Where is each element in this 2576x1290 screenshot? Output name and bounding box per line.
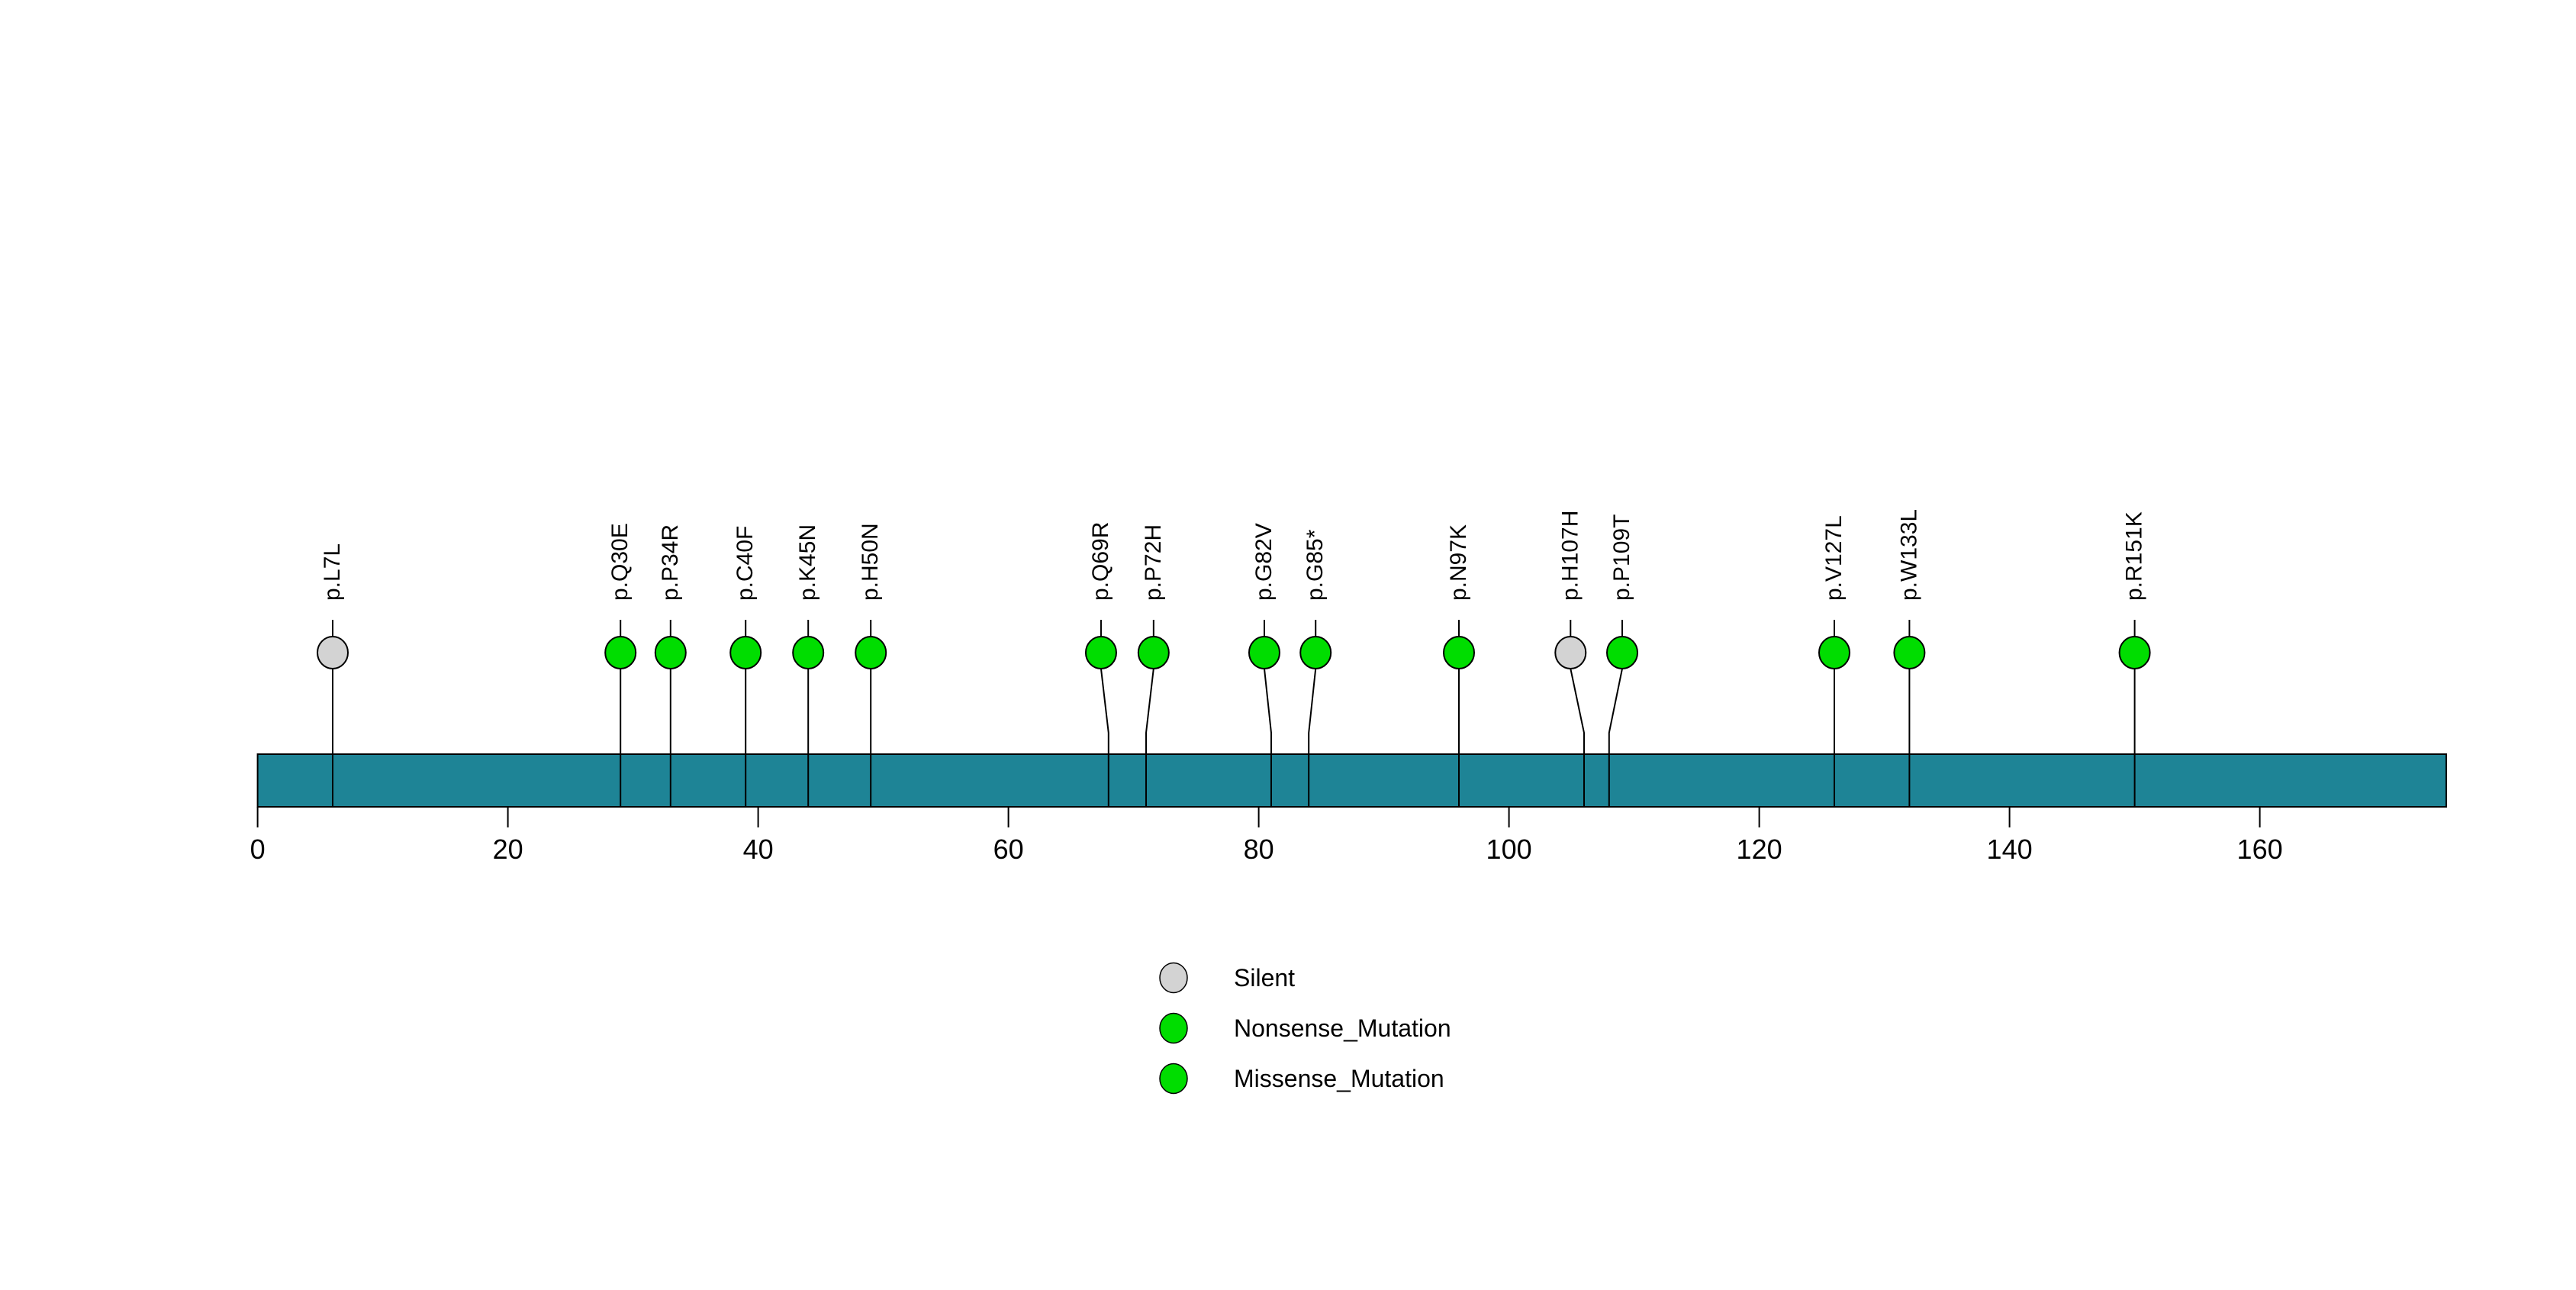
mutation-marker	[1248, 636, 1280, 669]
mutation-label: p.G82V	[1251, 523, 1277, 601]
axis-tick-label: 80	[1244, 834, 1274, 865]
mutation-label: p.W133L	[1896, 509, 1921, 601]
mutation-label: p.R151K	[2122, 511, 2147, 601]
axis-tick-label: 100	[1486, 834, 1532, 865]
mutation-marker	[317, 636, 349, 669]
mutation-label: p.H50N	[858, 523, 883, 601]
legend-item: Nonsense_Mutation	[1159, 1012, 1451, 1044]
mutation-marker	[1084, 636, 1117, 669]
mutation-label: p.P109T	[1609, 514, 1634, 601]
mutation-marker	[1893, 636, 1926, 669]
mutation-label: p.V127L	[1821, 515, 1847, 601]
axis-tick-label: 0	[250, 834, 266, 865]
legend-label: Nonsense_Mutation	[1234, 1014, 1451, 1042]
mutation-marker	[2118, 636, 2151, 669]
mutation-label: p.G85*	[1302, 529, 1328, 601]
axis-tick-label: 40	[743, 834, 774, 865]
mutation-marker	[1818, 636, 1850, 669]
axis-tick-label: 140	[1987, 834, 2033, 865]
mutation-marker	[604, 636, 637, 669]
axis-tick-label: 160	[2237, 834, 2283, 865]
mutation-label: p.Q30E	[607, 523, 633, 601]
mutation-marker	[1443, 636, 1475, 669]
mutation-marker	[1554, 636, 1587, 669]
mutation-marker	[654, 636, 687, 669]
mutation-label: p.P72H	[1141, 524, 1166, 601]
mutation-label: p.Q69R	[1088, 522, 1113, 601]
legend-item: Silent	[1159, 962, 1295, 994]
legend-label: Silent	[1234, 964, 1295, 992]
mutation-label: p.P34R	[658, 524, 683, 601]
mutation-label: p.N97K	[1446, 524, 1471, 601]
axis-tick-label: 20	[493, 834, 523, 865]
mutation-label: p.K45N	[795, 524, 820, 601]
mutation-marker	[855, 636, 887, 669]
legend-item: Missense_Mutation	[1159, 1063, 1444, 1095]
mutation-label: p.L7L	[320, 543, 345, 601]
axis-tick-label: 120	[1737, 834, 1782, 865]
legend-label: Missense_Mutation	[1234, 1065, 1444, 1092]
legend-swatch	[1159, 1012, 1188, 1044]
mutation-marker	[792, 636, 825, 669]
mutation-label: p.H107H	[1557, 511, 1583, 601]
axis-tick-label: 60	[993, 834, 1024, 865]
mutation-marker	[1606, 636, 1639, 669]
mutation-marker	[1137, 636, 1170, 669]
legend-swatch	[1159, 962, 1188, 994]
mutation-marker	[729, 636, 762, 669]
mutation-label: p.C40F	[733, 526, 758, 601]
mutation-marker	[1299, 636, 1332, 669]
legend-swatch	[1159, 1063, 1188, 1095]
protein-backbone	[256, 753, 2447, 808]
